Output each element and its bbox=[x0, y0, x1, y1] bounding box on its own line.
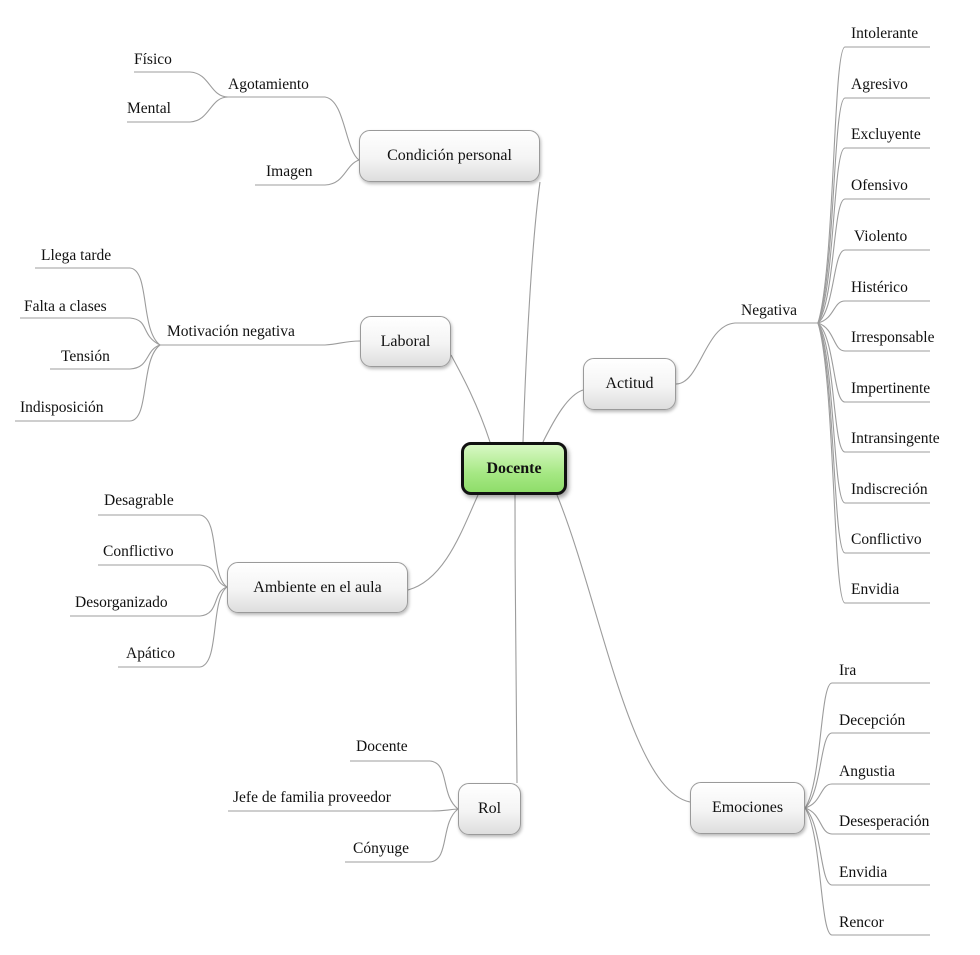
leaf-decepcion: Decepción bbox=[839, 712, 906, 729]
subgroup-label-negativa: Negativa bbox=[741, 302, 797, 319]
connector-rol-jefe bbox=[429, 808, 459, 812]
leaf-desagrable: Desagrable bbox=[104, 492, 174, 509]
leaf-conyuge: Cónyuge bbox=[353, 840, 409, 857]
connector-emociones-item-1 bbox=[804, 732, 833, 809]
leaf-agresivo: Agresivo bbox=[851, 76, 908, 93]
leaf-jefe-de-familia-proveedor: Jefe de familia proveedor bbox=[233, 789, 391, 806]
connector-root-ambiente bbox=[407, 494, 479, 591]
connector-negativa-item-2 bbox=[817, 147, 846, 324]
connector-ambiente-conflictivo bbox=[199, 564, 228, 588]
branch-label: Rol bbox=[477, 800, 502, 817]
leaf-rencor: Rencor bbox=[839, 914, 884, 931]
connector-emociones-item-5 bbox=[804, 807, 833, 936]
leaf-desesperacion: Desesperación bbox=[839, 813, 930, 830]
branch-label: Emociones bbox=[711, 799, 784, 816]
leaf-imagen: Imagen bbox=[266, 163, 313, 180]
leaf-conflictivo: Conflictivo bbox=[103, 543, 174, 560]
leaf-desorganizado: Desorganizado bbox=[75, 594, 168, 611]
connector-negativa-item-6 bbox=[817, 322, 846, 352]
leaf-envidia-actitud: Envidia bbox=[851, 581, 900, 598]
connector-actitud-negativa bbox=[675, 322, 736, 385]
connector-root-actitud bbox=[542, 389, 584, 443]
connector-negativa-item-0 bbox=[817, 46, 846, 324]
leaf-mental: Mental bbox=[127, 100, 171, 117]
connector-root-laboral bbox=[450, 354, 491, 443]
leaf-tension: Tensión bbox=[61, 348, 110, 365]
branch-label: Condición personal bbox=[387, 147, 512, 164]
connector-laboral-motivacion bbox=[324, 340, 361, 346]
connector-motivacion-indisposicion bbox=[129, 344, 161, 422]
connector-negativa-item-3 bbox=[817, 198, 846, 324]
root-node-docente[interactable]: Docente bbox=[461, 442, 567, 495]
connector-agotamiento-mental bbox=[189, 96, 229, 123]
connector-condicion-agotamiento bbox=[324, 96, 360, 161]
connector-negativa-item-4 bbox=[817, 249, 846, 324]
branch-label: Actitud bbox=[605, 375, 654, 392]
connector-root-condicion bbox=[522, 181, 541, 443]
leaf-indisposicion: Indisposición bbox=[20, 399, 104, 416]
leaf-conflictivo-actitud: Conflictivo bbox=[851, 531, 922, 548]
leaf-violento: Violento bbox=[854, 228, 908, 245]
branch-node-laboral[interactable]: Laboral bbox=[360, 316, 451, 367]
leaf-envidia-emociones: Envidia bbox=[839, 864, 888, 881]
connector-ambiente-desagrable bbox=[199, 514, 228, 588]
connector-negativa-item-7 bbox=[817, 322, 846, 403]
connector-emociones-item-2 bbox=[804, 783, 833, 809]
connector-agotamiento-fisico bbox=[189, 71, 229, 98]
connector-negativa-item-5 bbox=[817, 300, 846, 324]
leaf-intolerante: Intolerante bbox=[851, 25, 919, 42]
connector-rol-docente bbox=[429, 760, 459, 810]
leaf-intransingente: Intransingente bbox=[851, 430, 940, 447]
branch-label: Laboral bbox=[380, 332, 431, 350]
connector-motivacion-tension bbox=[129, 344, 161, 370]
leaf-excluyente: Excluyente bbox=[851, 126, 921, 143]
connector-ambiente-desorganizado bbox=[199, 586, 228, 617]
leaf-histerico: Histérico bbox=[851, 279, 908, 296]
branch-node-ambiente-en-el-aula[interactable]: Ambiente en el aula bbox=[227, 562, 408, 613]
connector-negativa-item-10 bbox=[817, 322, 846, 554]
connector-motivacion-falta bbox=[129, 317, 161, 346]
connector-rol-conyuge bbox=[429, 808, 459, 863]
branch-node-condicion-personal[interactable]: Condición personal bbox=[359, 130, 540, 182]
leaf-fisico: Físico bbox=[134, 51, 172, 68]
connector-negativa-item-11 bbox=[817, 322, 846, 604]
connector-condicion-imagen bbox=[324, 159, 360, 186]
leaf-ira: Ira bbox=[839, 662, 857, 679]
leaf-apatico: Apático bbox=[126, 645, 176, 662]
leaf-irresponsable: Irresponsable bbox=[851, 329, 935, 346]
connector-emociones-item-0 bbox=[804, 682, 833, 809]
connector-emociones-item-3 bbox=[804, 807, 833, 835]
subgroup-label-motivacion-negativa: Motivación negativa bbox=[167, 323, 295, 340]
subgroup-label-agotamiento: Agotamiento bbox=[228, 76, 309, 93]
connector-negativa-item-8 bbox=[817, 322, 846, 453]
branch-label: Ambiente en el aula bbox=[253, 578, 382, 596]
branch-node-rol[interactable]: Rol bbox=[458, 783, 521, 835]
leaf-llega-tarde: Llega tarde bbox=[41, 247, 112, 264]
connector-ambiente-apatico bbox=[199, 586, 228, 668]
leaf-angustia: Angustia bbox=[839, 763, 895, 780]
connector-root-emociones bbox=[556, 494, 691, 803]
connector-root-rol bbox=[514, 494, 518, 784]
connector-emociones-item-4 bbox=[804, 807, 833, 886]
connector-motivacion-llega-tarde bbox=[129, 267, 161, 346]
branch-node-emociones[interactable]: Emociones bbox=[690, 782, 805, 834]
branch-node-actitud[interactable]: Actitud bbox=[583, 358, 676, 410]
leaf-impertinente: Impertinente bbox=[851, 380, 931, 397]
leaf-indiscrecion: Indiscreción bbox=[851, 481, 928, 498]
leaf-falta-a-clases: Falta a clases bbox=[24, 298, 107, 315]
leaf-ofensivo: Ofensivo bbox=[851, 177, 908, 194]
leaf-docente: Docente bbox=[356, 738, 408, 755]
connector-negativa-item-1 bbox=[817, 97, 846, 324]
root-node-label: Docente bbox=[486, 459, 542, 477]
connector-negativa-item-9 bbox=[817, 322, 846, 504]
